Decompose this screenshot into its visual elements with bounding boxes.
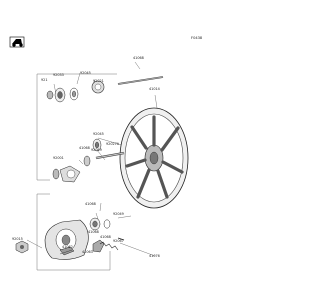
seal-left[interactable] — [46, 90, 54, 100]
parts-diagram — [9, 36, 189, 271]
drive-gear-callout: 41068 — [100, 235, 111, 239]
spring[interactable] — [99, 241, 119, 251]
seal-mid[interactable] — [52, 168, 60, 180]
washer-callout: 92049 — [113, 212, 124, 216]
model-icon — [9, 36, 25, 48]
axle[interactable] — [117, 76, 164, 85]
axle-callout: 41068 — [133, 56, 144, 60]
hub-seal[interactable] — [83, 155, 91, 167]
hub-seal-callout: 41068 — [79, 146, 90, 150]
speedo-gear[interactable] — [59, 246, 75, 256]
seal-mid-callout: 92049 — [91, 148, 102, 152]
spring-callout: 41063 — [82, 250, 93, 254]
circlip[interactable] — [69, 87, 79, 101]
gear-label-callout: 41076 — [149, 254, 160, 258]
bearing-hub-callout: 92045 — [93, 132, 104, 136]
collar-top[interactable] — [91, 80, 105, 94]
collar-top-callout: 92021 — [93, 79, 104, 83]
collar-mid[interactable] — [59, 165, 81, 183]
pin-callout: 92067 — [113, 239, 124, 243]
collar-mid-callout: 92001 — [53, 156, 64, 160]
drive-gear[interactable] — [92, 239, 105, 253]
spacer-callout: 92027A — [106, 142, 120, 146]
circlip-callout: 92033 — [53, 73, 64, 77]
washer[interactable] — [103, 219, 111, 229]
wheel-callout: 41014 — [149, 87, 160, 91]
bolt-callout: 92015 — [12, 237, 23, 241]
bearing-lower[interactable] — [89, 217, 101, 231]
bearing-left[interactable] — [54, 87, 66, 103]
diagram-code: F0438 — [191, 36, 203, 40]
bolt[interactable] — [15, 240, 29, 254]
seal-left-callout: 921 — [41, 78, 48, 82]
pin[interactable] — [117, 237, 125, 241]
spacer[interactable] — [95, 151, 125, 160]
bearing-hub[interactable] — [92, 138, 102, 152]
wheel[interactable] — [119, 107, 189, 209]
gear-housing-callout: 41068 — [88, 230, 99, 234]
bearing-lower-callout: 41068 — [85, 202, 96, 206]
speedo-gear-callout: 41062 — [62, 245, 73, 249]
gear-housing[interactable] — [44, 219, 89, 260]
bearing-left-callout: 92045 — [80, 71, 91, 75]
